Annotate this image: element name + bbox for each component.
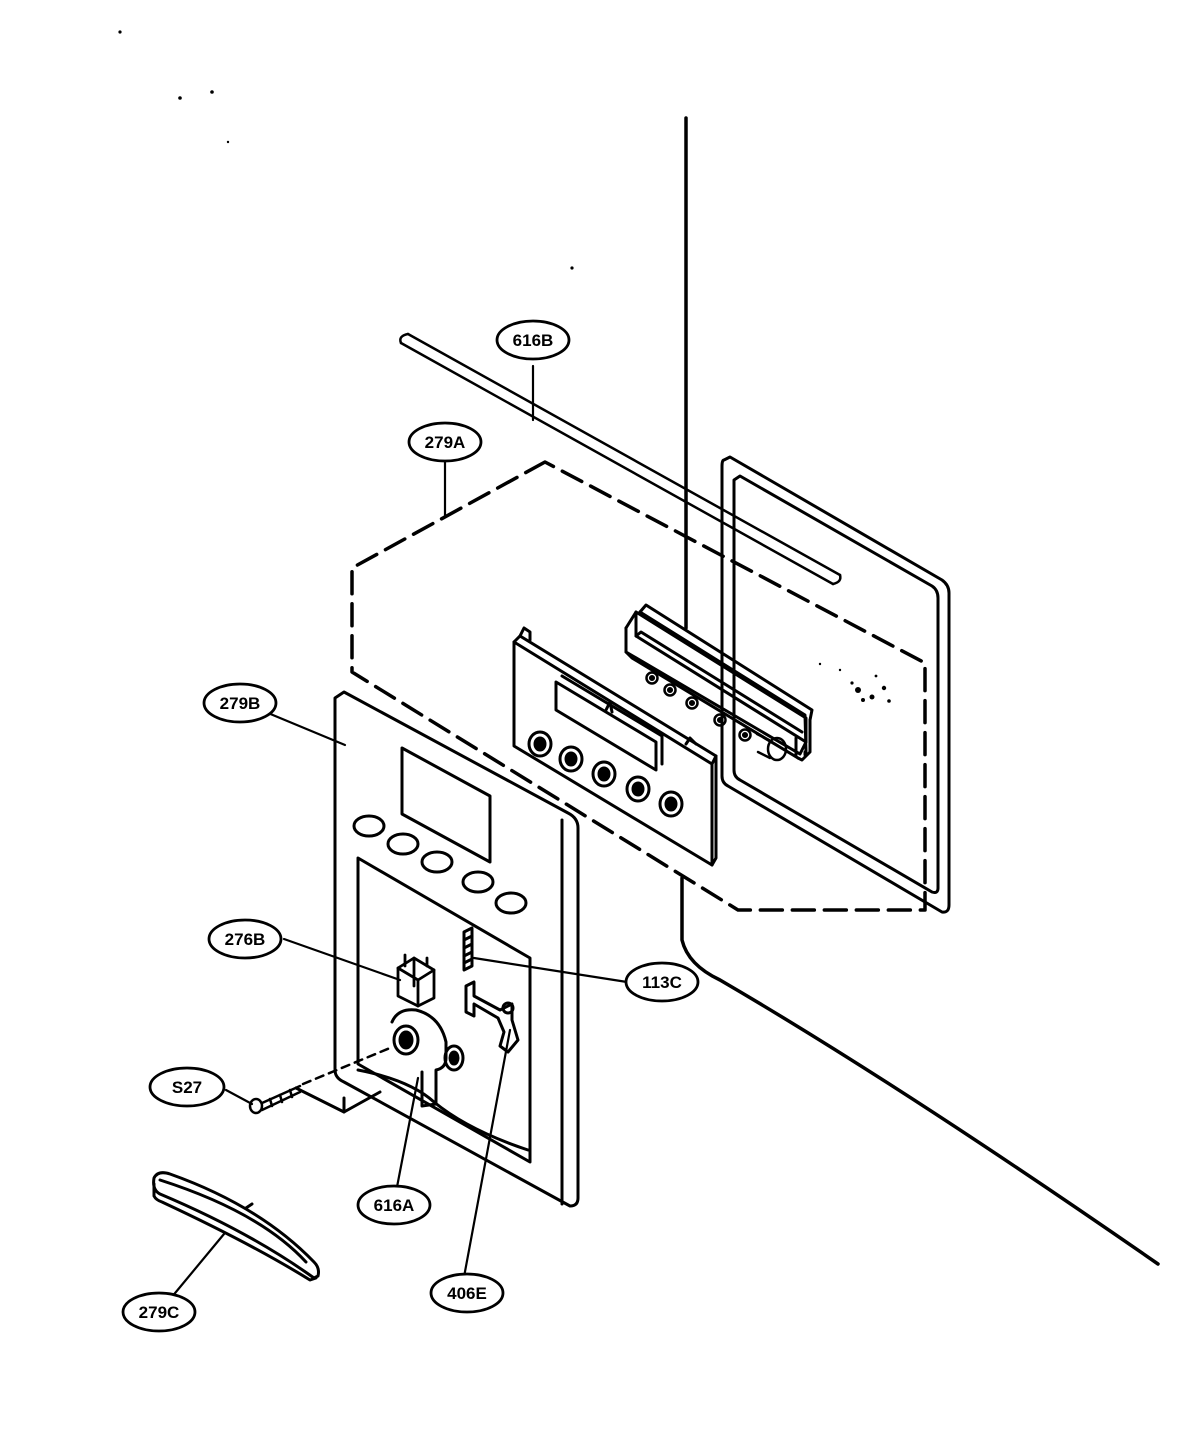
scan-specks — [118, 30, 574, 270]
callout-616A-label: 616A — [374, 1196, 415, 1215]
control-board — [512, 626, 718, 867]
callout-406E-label: 406E — [447, 1284, 487, 1303]
callouts: 616B 279A 279B 276B 113C S27 616A 406E — [121, 319, 700, 1333]
bracket-screws — [645, 671, 752, 742]
callout-279A-label: 279A — [425, 433, 466, 452]
callout-279B-label: 279B — [220, 694, 261, 713]
callout-113C: 113C — [624, 961, 700, 1003]
leader-616A — [395, 1076, 420, 1189]
leader-279B — [266, 711, 347, 747]
callout-616B: 616B — [495, 319, 571, 361]
callout-276B-label: 276B — [225, 930, 266, 949]
leader-279C — [164, 1232, 226, 1306]
front-panel-buttons — [352, 814, 528, 915]
callout-406E: 406E — [429, 1272, 505, 1314]
gasket-279A-outline — [350, 460, 927, 912]
callout-279A: 279A — [407, 421, 483, 463]
drip-tray-279C — [152, 1171, 320, 1282]
callout-276B: 276B — [207, 918, 283, 960]
leader-406E — [462, 1028, 512, 1279]
tube-616B — [399, 332, 842, 586]
rear-panel — [720, 455, 951, 914]
callout-279C: 279C — [121, 1291, 197, 1333]
callout-616B-label: 616B — [513, 331, 554, 350]
callout-616A: 616A — [356, 1184, 432, 1226]
bracket-knob — [755, 732, 788, 762]
leader-S27 — [224, 1088, 254, 1106]
front-panel-279B — [333, 690, 580, 1208]
leader-276B — [282, 937, 402, 982]
cabinet-door-outline — [680, 116, 1160, 1266]
callout-113C-label: 113C — [642, 973, 682, 992]
callout-S27: S27 — [148, 1066, 226, 1108]
callout-279C-label: 279C — [139, 1303, 180, 1322]
leader-lines — [164, 364, 629, 1306]
lever-406E — [464, 980, 520, 1054]
callout-279B: 279B — [202, 682, 278, 724]
control-bracket — [624, 603, 814, 762]
mount-plate — [294, 1086, 382, 1114]
callout-S27-label: S27 — [172, 1078, 202, 1097]
screw-S27 — [248, 1046, 392, 1115]
control-board-buttons — [527, 730, 684, 818]
leader-113C — [472, 956, 629, 984]
switch-276B — [396, 953, 436, 1008]
rear-panel-specks — [818, 662, 891, 703]
spring-113C — [462, 926, 474, 972]
actuator-616A — [356, 1008, 530, 1152]
